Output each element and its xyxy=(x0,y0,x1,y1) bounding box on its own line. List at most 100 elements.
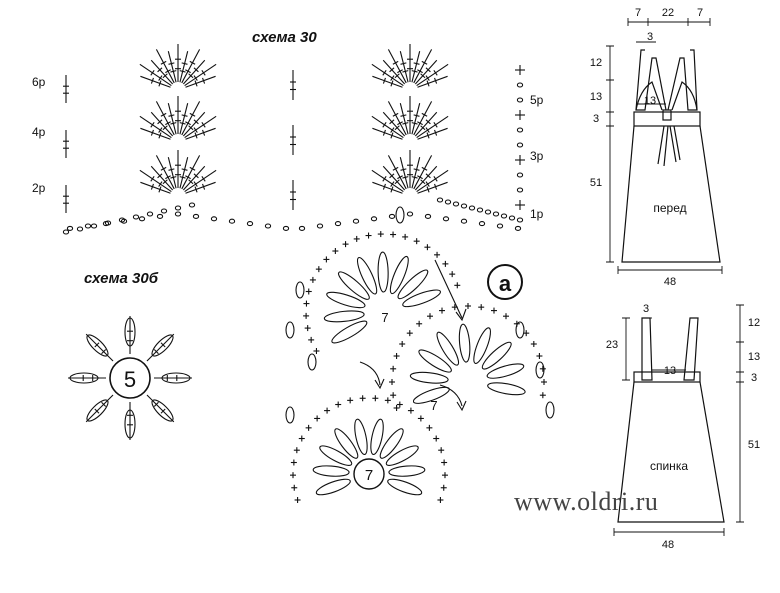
chain-stitch-symbol xyxy=(442,216,450,222)
double-crochet-symbol xyxy=(146,333,175,362)
front-cup-left xyxy=(635,81,663,111)
petal-outline xyxy=(124,409,136,439)
petal-outline xyxy=(86,334,109,357)
front-dim-h3: 3 xyxy=(593,113,599,125)
double-crochet-symbol xyxy=(382,165,406,191)
front-strap-left xyxy=(635,49,667,111)
stitch-bar xyxy=(420,179,426,185)
motif-number-upper: 7 xyxy=(381,310,388,325)
stitch-bar xyxy=(185,121,191,126)
double-crochet-symbol xyxy=(139,63,172,86)
picot-drop-symbol xyxy=(285,321,295,339)
stitch-bar xyxy=(194,80,198,87)
stitch-bar xyxy=(194,186,198,193)
chain-stitch-symbol xyxy=(246,221,254,227)
stitch-bar xyxy=(394,179,400,185)
double-crochet-symbol xyxy=(399,51,409,83)
stitch-bar xyxy=(170,176,177,179)
chart-title: схема 30 xyxy=(252,29,317,46)
chain-stitch-symbol xyxy=(460,203,468,209)
chain-stitch-symbol xyxy=(84,223,92,229)
double-crochet-symbol xyxy=(150,165,174,191)
petal-outline xyxy=(326,291,366,309)
petal-outline xyxy=(124,317,136,347)
double-crochet-symbol xyxy=(411,103,421,135)
chain-stitch-symbol xyxy=(192,213,200,219)
stitch-bar xyxy=(168,62,175,65)
stitch-bar xyxy=(434,77,438,84)
petal-outline xyxy=(315,478,351,496)
stitch-bar xyxy=(201,121,206,128)
back-strap-height-line xyxy=(622,317,630,381)
stitch-bar xyxy=(433,69,438,76)
stitch-bar xyxy=(101,349,107,355)
picot-drop-symbol xyxy=(295,281,305,299)
chain-stitch-symbol xyxy=(370,216,378,222)
stitch-bar xyxy=(188,179,194,185)
front-cup-right xyxy=(671,81,698,111)
chain-stitch-symbol xyxy=(476,207,484,213)
double-crochet-symbol xyxy=(179,103,189,135)
back-bottom-dim-line xyxy=(613,528,725,536)
front-dim-h2: 13 xyxy=(590,91,602,103)
join-arrow xyxy=(359,361,381,386)
flower-motif xyxy=(68,316,192,440)
double-crochet-symbol xyxy=(150,111,174,137)
double-crochet-symbol xyxy=(413,49,433,84)
double-crochet-symbol xyxy=(185,75,216,88)
back-dim-top: 13 xyxy=(664,365,676,377)
stitch-bar xyxy=(181,62,188,65)
stitch-bar xyxy=(392,112,399,117)
stitch-bar xyxy=(153,349,159,355)
double-crochet-symbol xyxy=(411,157,421,189)
front-ties xyxy=(657,125,681,167)
double-crochet-symbol xyxy=(182,165,206,191)
row-label-1: 1р xyxy=(530,207,544,221)
chain-stitch-symbol xyxy=(516,172,524,178)
join-arrow-head xyxy=(456,400,467,412)
chain-stitch-symbol xyxy=(508,215,516,221)
double-crochet-symbol xyxy=(139,169,172,192)
stitch-bar xyxy=(417,69,423,74)
double-crochet-symbol xyxy=(372,181,403,194)
petal-outline xyxy=(331,320,368,344)
stitch-bar xyxy=(189,60,196,65)
stitch-bar xyxy=(392,166,399,171)
stitch-bar xyxy=(179,176,186,179)
chain-stitch-symbol xyxy=(228,218,236,224)
chain-column-right xyxy=(515,65,525,223)
stitch-bar xyxy=(162,179,168,185)
chain-stitch-symbol xyxy=(516,127,524,133)
stitch-bar xyxy=(160,166,167,171)
stitch-bar xyxy=(417,121,423,126)
chain-stitch-symbol xyxy=(352,218,360,224)
stitch-bar xyxy=(394,73,400,79)
stitch-bar xyxy=(382,121,387,128)
stitch-bar xyxy=(201,69,206,76)
stitch-bar xyxy=(421,60,428,65)
double-crochet-symbol xyxy=(417,181,448,194)
stitch-bar xyxy=(193,119,199,125)
stitch-bar xyxy=(434,183,438,190)
stitch-bar xyxy=(417,175,423,180)
petal-outline xyxy=(388,465,426,477)
double-crochet-symbol xyxy=(140,181,171,194)
stitch-bar xyxy=(411,70,418,73)
front-height-dim-line xyxy=(606,45,614,263)
stitch-bar xyxy=(94,342,100,348)
petal-outline xyxy=(387,478,423,496)
stitch-bar xyxy=(160,112,167,117)
picot-drop-symbol xyxy=(515,321,525,339)
stitch-bar xyxy=(165,175,171,180)
stitch-bar xyxy=(150,121,155,128)
chain-stitch-symbol xyxy=(316,223,324,229)
petal-outline xyxy=(385,445,419,466)
chain-stitch-symbol xyxy=(90,223,98,229)
petal-outline xyxy=(161,372,191,384)
stitch-bar xyxy=(202,129,206,136)
stitch-bar xyxy=(162,73,168,79)
join-arrow-head xyxy=(374,378,385,390)
petal-outline xyxy=(486,363,525,379)
stitch-bar xyxy=(425,173,431,179)
back-dim-strap-height: 23 xyxy=(606,339,618,351)
